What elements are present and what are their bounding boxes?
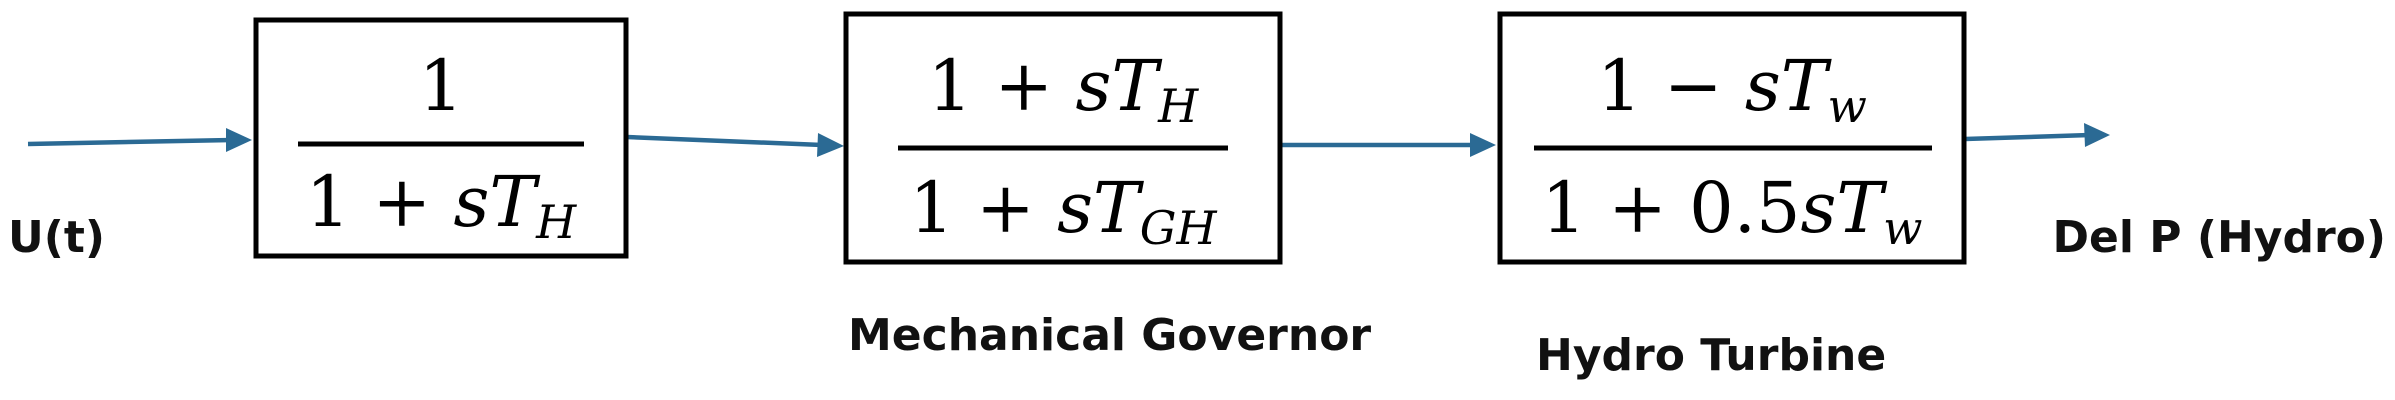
block-3-box bbox=[1497, 11, 1967, 265]
transfer-block-2: 1 + sTH 1 + sTGH bbox=[843, 11, 1283, 265]
input-arrow-head bbox=[226, 128, 252, 152]
output-arrow-head bbox=[2084, 123, 2110, 147]
input-arrow bbox=[27, 137, 233, 147]
transfer-block-3: 1 − sTw 1 + 0.5sTw bbox=[1497, 11, 1967, 265]
input-signal-label: U(t) bbox=[8, 212, 105, 263]
arrow-block1-to-block2-head bbox=[817, 133, 844, 157]
block-3-numerator: 1 − sTw bbox=[1597, 45, 1867, 133]
block-1-numerator: 1 bbox=[419, 45, 464, 127]
transfer-block-1: 1 1 + sTH bbox=[253, 17, 629, 259]
block-1-denominator: 1 + sTH bbox=[306, 161, 577, 249]
block-2-caption: Mechanical Governor bbox=[848, 310, 1371, 361]
output-arrow bbox=[1964, 132, 2091, 142]
block-2-denominator: 1 + sTGH bbox=[909, 167, 1217, 255]
signal-arrows bbox=[27, 123, 2110, 157]
output-signal-label: Del P (Hydro) bbox=[2053, 212, 2386, 263]
block-2-numerator: 1 + sTH bbox=[928, 45, 1199, 133]
block-1-box bbox=[253, 17, 629, 259]
arrow-block1-to-block2 bbox=[626, 134, 823, 148]
arrow-block2-to-block3-head bbox=[1470, 133, 1496, 157]
block-3-caption: Hydro Turbine bbox=[1536, 330, 1886, 381]
block-2-box bbox=[843, 11, 1283, 265]
block-3-denominator: 1 + 0.5sTw bbox=[1541, 167, 1922, 255]
